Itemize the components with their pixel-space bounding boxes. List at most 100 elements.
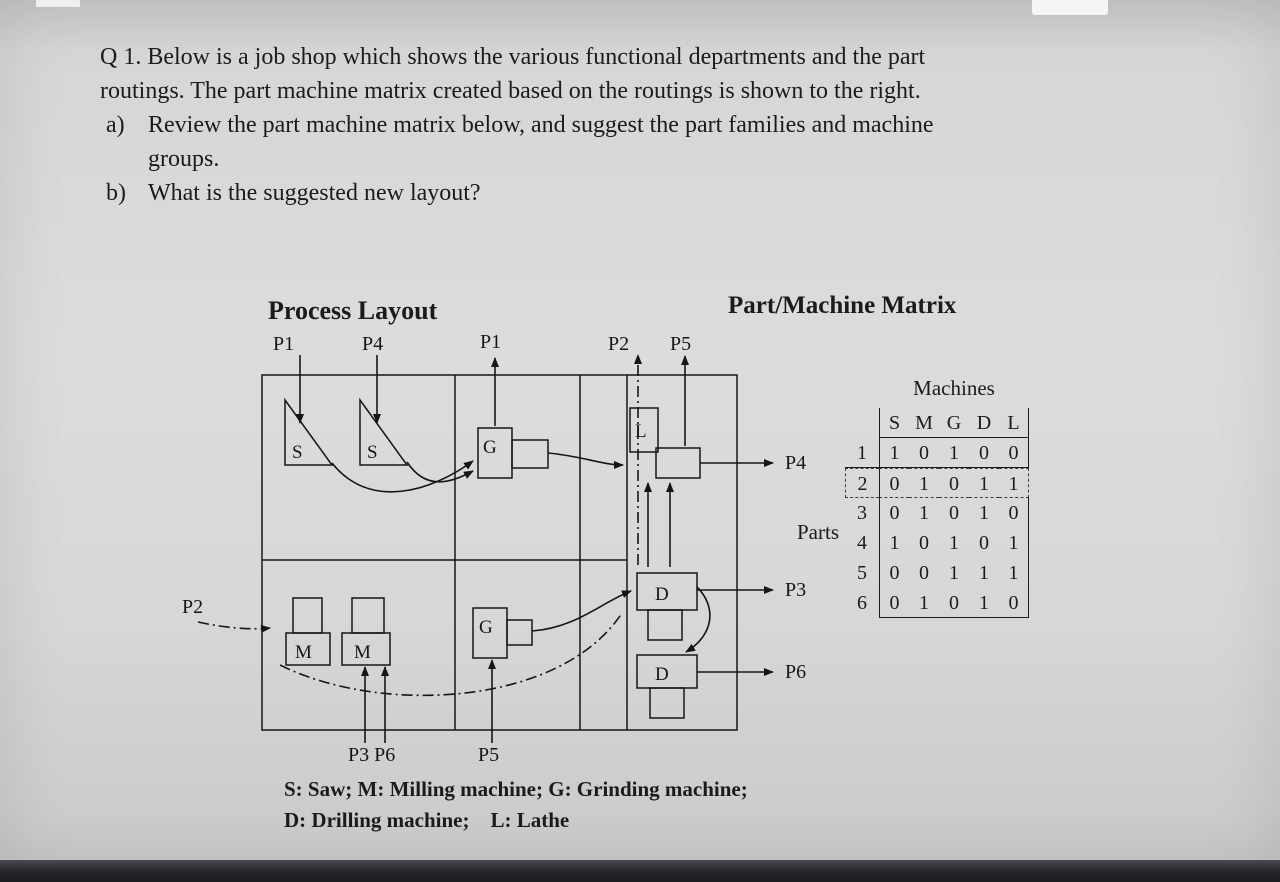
routing-drill-hook xyxy=(685,586,711,653)
label-drill-bottom: D xyxy=(655,664,669,685)
lathe-machine-bed xyxy=(655,447,701,479)
photo-artifact-top-left xyxy=(36,0,80,7)
question-item-a: a) Review the part machine matrix below,… xyxy=(100,108,1130,176)
label-mill-2: M xyxy=(354,642,371,663)
machine-legend: S: Saw; M: Milling machine; G: Grinding … xyxy=(284,774,748,836)
matrix-value-cell: 1 xyxy=(969,468,999,498)
label-p1-in: P1 xyxy=(273,333,294,355)
routing-saw2-to-grinder xyxy=(406,461,474,483)
label-drill-top: D xyxy=(655,584,669,605)
matrix-column-header: G xyxy=(939,408,969,438)
matrix-value-cell: 0 xyxy=(999,588,1029,618)
item-b-text: What is the suggested new layout? xyxy=(148,180,481,206)
matrix-column-header: S xyxy=(879,408,909,438)
photo-artifact-top-right xyxy=(1032,0,1108,15)
matrix-part-label: 6 xyxy=(857,592,867,614)
saw-machine-2 xyxy=(359,397,409,466)
matrix-value-cell: 0 xyxy=(909,438,939,468)
matrix-value-cell: 1 xyxy=(999,558,1029,588)
question-intro: Q 1. Below is a job shop which shows the… xyxy=(100,40,1130,108)
matrix-value-cell: 1 xyxy=(909,468,939,498)
matrix-value-cell: 1 xyxy=(919,502,929,524)
matrix-column-header: L xyxy=(999,408,1029,438)
label-saw-1: S xyxy=(292,442,303,463)
matrix-value-cell: 1 xyxy=(999,468,1029,498)
matrix-value-cell: 0 xyxy=(999,438,1029,468)
drilling-machine-top-base xyxy=(647,609,683,641)
label-lathe: L xyxy=(635,421,647,442)
matrix-value-cell: 0 xyxy=(939,588,969,618)
matrix-value-cell: 0 xyxy=(879,498,909,528)
matrix-value-cell: 0 xyxy=(969,438,999,468)
matrix-value-cell: 1 xyxy=(909,588,939,618)
label-grinder-top: G xyxy=(483,437,497,458)
drilling-machine-bottom-base xyxy=(649,687,685,719)
matrix-value-cell: 0 xyxy=(879,588,909,618)
label-p4-out: P4 xyxy=(785,452,806,474)
question-intro-line2: routings. The part machine matrix create… xyxy=(100,78,921,104)
matrix-value-cell: 0 xyxy=(879,468,909,498)
item-a-line2: groups. xyxy=(148,146,220,172)
matrix-value-cell: 0 xyxy=(939,468,969,498)
matrix-value-cell: 0 xyxy=(919,532,929,554)
matrix-value-cell: 0 xyxy=(919,562,929,584)
parts-axis-label: Parts xyxy=(797,520,839,544)
label-grinder-bottom: G xyxy=(479,617,493,638)
matrix-part-label: 3 xyxy=(857,502,867,524)
matrix-column-header: D xyxy=(969,408,999,438)
matrix-value-cell: 1 xyxy=(979,502,989,524)
part-machine-matrix-title: Part/Machine Matrix xyxy=(728,292,957,319)
label-p2-top: P2 xyxy=(608,333,629,355)
matrix-value-cell: 0 xyxy=(949,502,959,524)
item-a-marker: a) xyxy=(106,112,125,138)
routing-p2-sweep-dashed xyxy=(279,612,623,697)
jobshop-outline xyxy=(261,374,738,731)
routing-saw1-to-grinder xyxy=(331,460,474,493)
matrix-part-label: 2 xyxy=(845,468,879,498)
legend-line2: D: Drilling machine; L: Lathe xyxy=(284,808,570,832)
routing-p2-entry-dashed xyxy=(197,621,271,633)
question-intro-line1: Q 1. Below is a job shop which shows the… xyxy=(100,44,926,70)
matrix-column-header: M xyxy=(909,408,939,438)
matrix-part-label: 1 xyxy=(845,438,879,468)
matrix-part-label: 4 xyxy=(857,532,867,554)
legend-line1: S: Saw; M: Milling machine; G: Grinding … xyxy=(284,777,748,801)
process-layout-title: Process Layout xyxy=(268,296,438,325)
matrix-value-cell: 0 xyxy=(879,558,909,588)
machines-axis-label: Machines xyxy=(913,376,995,400)
photo-artifact-bottom-strip xyxy=(0,860,1280,882)
item-a-line1: Review the part machine matrix below, an… xyxy=(148,112,934,138)
lathe-machine xyxy=(629,407,659,453)
saw-machine-1 xyxy=(284,397,334,466)
label-p6-out: P6 xyxy=(785,661,806,683)
matrix-value-cell: 1 xyxy=(939,438,969,468)
matrix-value-cell: 0 xyxy=(999,498,1029,528)
matrix-value-cell: 1 xyxy=(879,438,909,468)
label-p2-in: P2 xyxy=(182,596,203,618)
milling-machine-1-head xyxy=(292,597,323,634)
label-saw-2: S xyxy=(367,442,378,463)
label-p5-top: P5 xyxy=(670,333,691,355)
grinding-machine-top-table xyxy=(511,439,549,469)
question-item-b: b) What is the suggested new layout? xyxy=(100,176,1130,210)
matrix-value-cell: 1 xyxy=(999,528,1029,558)
label-p5-bottom: P5 xyxy=(478,744,499,766)
matrix-value-cell: 0 xyxy=(979,532,989,554)
item-b-marker: b) xyxy=(106,180,126,206)
label-p1-out: P1 xyxy=(480,331,501,353)
question-block: Q 1. Below is a job shop which shows the… xyxy=(100,40,1130,210)
matrix-value-cell: 1 xyxy=(979,562,989,584)
label-p4-in: P4 xyxy=(362,333,383,355)
routing-grinder-to-drill xyxy=(531,590,632,632)
matrix-part-label: 5 xyxy=(857,562,867,584)
matrix-value-cell: 1 xyxy=(879,528,909,558)
matrix-corner-cell xyxy=(845,408,879,438)
milling-machine-2-head xyxy=(351,597,385,634)
label-p3-out: P3 xyxy=(785,579,806,601)
matrix-value-cell: 1 xyxy=(949,532,959,554)
grinding-machine-bottom-table xyxy=(506,619,533,646)
routing-grinder-to-lathe xyxy=(547,452,624,469)
matrix-value-cell: 1 xyxy=(969,588,999,618)
